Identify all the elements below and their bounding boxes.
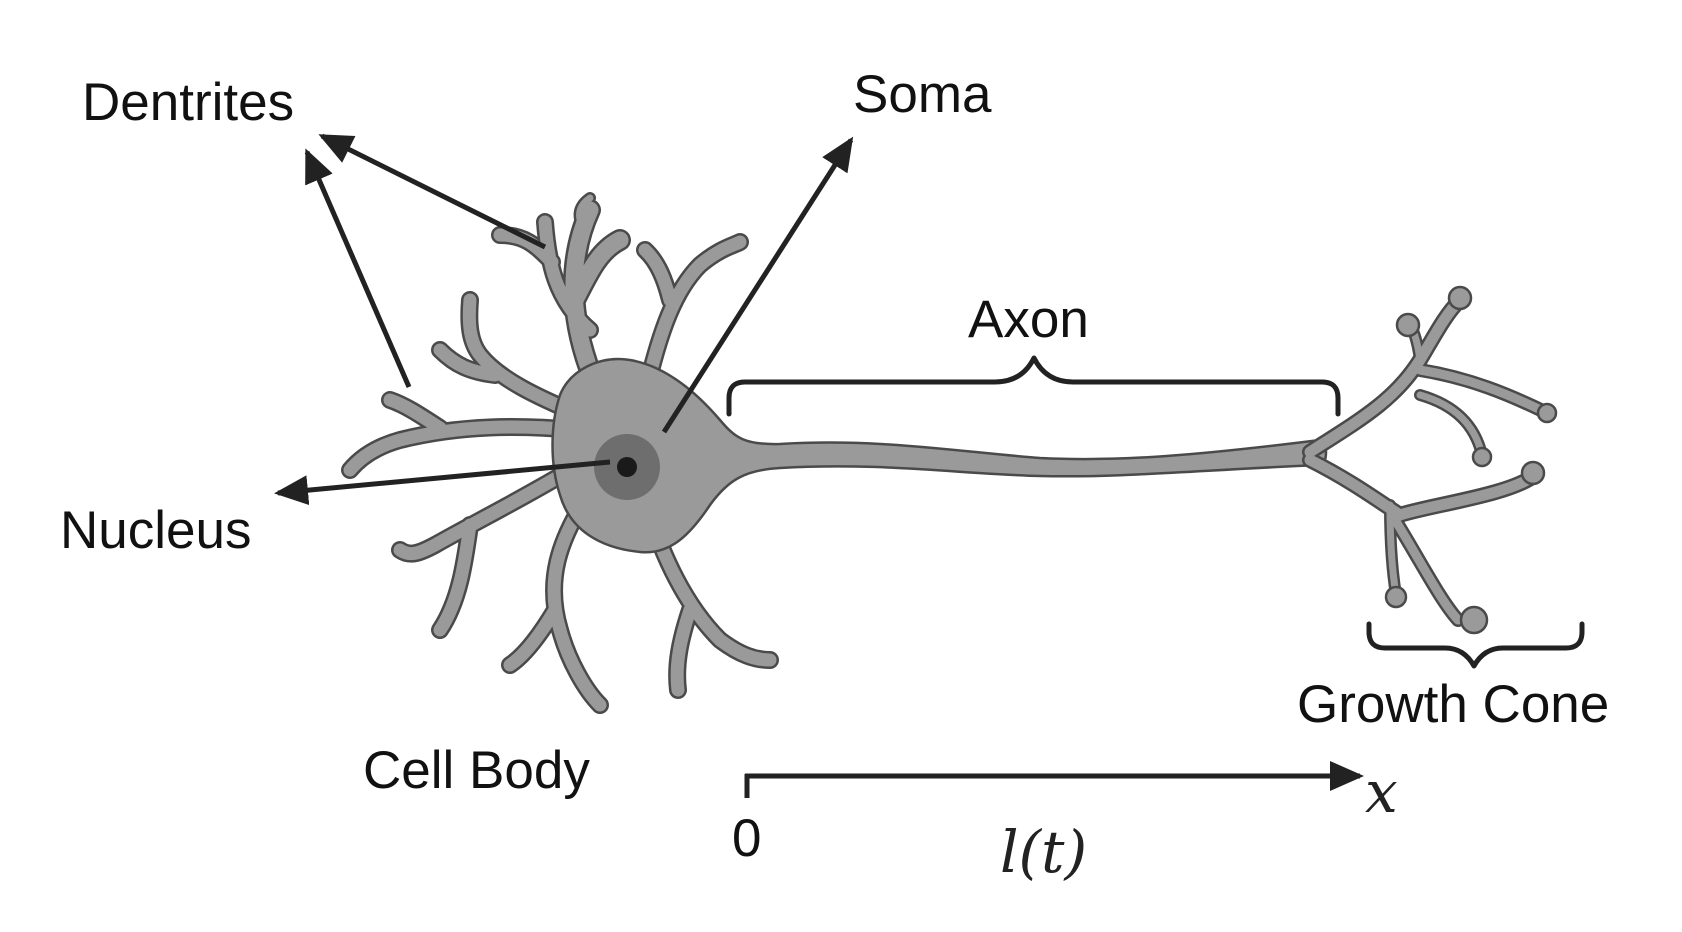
cell-body-label: Cell Body [363, 741, 590, 800]
growth-cone-tip [1395, 312, 1421, 338]
growth-cone-tip [1471, 446, 1493, 468]
x-axis [744, 761, 1364, 798]
growth-cone [1302, 285, 1558, 635]
soma-arrow [661, 136, 854, 434]
growth-cone-tip [1536, 402, 1558, 424]
pointer-arrows [274, 133, 854, 506]
neuron [341, 192, 1558, 714]
dentrites-arrow-2 [304, 148, 412, 388]
axon-brace [726, 355, 1341, 417]
growth-cone-tip [1384, 585, 1408, 609]
nucleolus [617, 457, 637, 477]
axis-length-label: l(t) [1000, 818, 1087, 886]
soma-label: Soma [853, 65, 992, 124]
nucleus-label: Nucleus [60, 501, 251, 560]
dentrites-arrow-1 [318, 133, 547, 250]
nucleus-arrow [274, 459, 611, 506]
axis-variable-label: x [1365, 758, 1398, 826]
growth-cone-tip [1459, 605, 1489, 635]
growth-cone-tip [1520, 460, 1546, 486]
axis-origin-label: 0 [732, 809, 761, 868]
growth-cone-brace [1366, 621, 1585, 669]
soma-body [551, 357, 1328, 554]
dendrites-fill [343, 194, 777, 712]
growth-cone-label: Growth Cone [1297, 675, 1609, 734]
axon-label: Axon [968, 290, 1089, 349]
dentrites-label: Dentrites [82, 73, 294, 132]
growth-cone-tip [1447, 285, 1473, 311]
